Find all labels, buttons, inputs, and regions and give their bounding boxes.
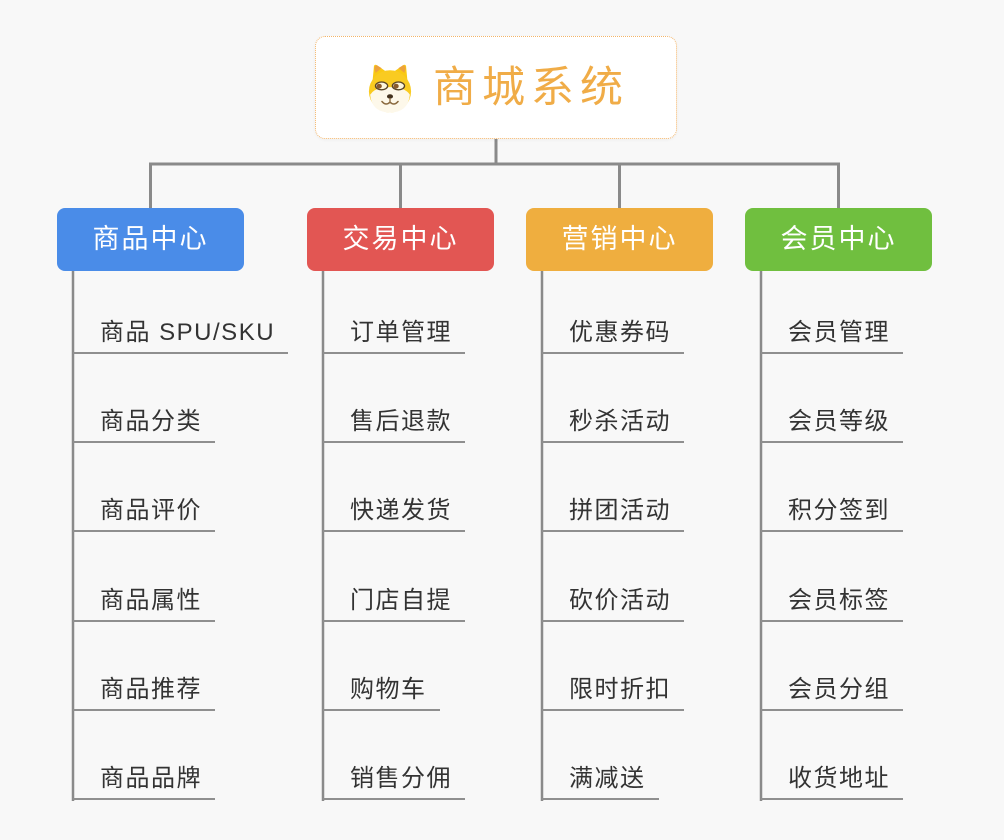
child-topic-2-5[interactable]: 满减送 [542,756,659,800]
branch-node-3[interactable]: 会员中心 [745,208,932,271]
child-topic-label: 拼团活动 [569,497,671,525]
child-topic-3-5[interactable]: 收货地址 [761,756,903,800]
child-topic-label: 购物车 [350,675,427,703]
branch-node-2[interactable]: 营销中心 [526,208,713,271]
child-topic-label: 销售分佣 [350,765,452,792]
child-topic-3-0[interactable]: 会员管理 [761,310,903,354]
branch-node-0[interactable]: 商品中心 [57,208,244,271]
child-topic-label: 限时折扣 [569,675,671,703]
child-topic-0-5[interactable]: 商品品牌 [73,756,215,800]
child-topic-label: 会员等级 [788,408,890,436]
child-topic-2-0[interactable]: 优惠券码 [542,310,684,354]
child-topic-label: 商品 SPU/SKU [100,319,276,346]
child-topic-1-1[interactable]: 售后退款 [323,399,465,444]
child-topic-label: 商品属性 [100,586,202,614]
child-topic-label: 商品品牌 [100,765,202,792]
child-topic-label: 售后退款 [350,408,452,436]
child-topic-label: 商品评价 [100,497,202,525]
child-topic-0-1[interactable]: 商品分类 [73,399,215,444]
child-topic-1-5[interactable]: 销售分佣 [323,756,465,800]
child-topic-2-2[interactable]: 拼团活动 [542,488,684,533]
child-topic-label: 砍价活动 [569,586,671,614]
root-node-mall-system[interactable]: 商城系统 [315,36,677,139]
branch-node-label: 交易中心 [342,224,459,254]
child-topic-label: 会员分组 [788,675,890,703]
child-topic-2-4[interactable]: 限时折扣 [542,667,684,711]
child-topic-3-4[interactable]: 会员分组 [761,667,903,711]
child-topic-label: 优惠券码 [569,319,671,346]
root-node-title: 商城系统 [433,64,629,112]
child-topic-0-0[interactable]: 商品 SPU/SKU [73,310,289,354]
child-topic-label: 会员标签 [788,586,890,614]
child-topic-label: 秒杀活动 [569,408,671,436]
child-topic-label: 订单管理 [350,319,452,346]
child-topic-label: 会员管理 [788,319,890,346]
branch-node-label: 商品中心 [92,224,209,254]
child-topic-3-3[interactable]: 会员标签 [761,578,903,622]
child-topic-0-3[interactable]: 商品属性 [73,578,215,622]
child-topic-2-1[interactable]: 秒杀活动 [542,399,684,444]
child-topic-0-4[interactable]: 商品推荐 [73,667,215,711]
dog-face-icon [368,64,412,112]
child-topic-label: 积分签到 [788,497,890,525]
child-topic-1-3[interactable]: 门店自提 [323,578,465,622]
child-topic-label: 商品分类 [100,408,202,436]
child-topic-1-2[interactable]: 快递发货 [323,488,465,533]
child-topic-label: 收货地址 [788,765,890,792]
child-topic-3-1[interactable]: 会员等级 [761,399,903,444]
child-topic-1-0[interactable]: 订单管理 [323,310,465,354]
branch-node-label: 会员中心 [780,224,897,254]
branch-node-label: 营销中心 [561,224,678,254]
child-topic-label: 门店自提 [350,586,452,614]
child-topic-2-3[interactable]: 砍价活动 [542,578,684,622]
child-topic-label: 快递发货 [350,497,452,525]
branch-node-1[interactable]: 交易中心 [307,208,494,271]
child-topic-3-2[interactable]: 积分签到 [761,488,903,533]
child-topic-label: 商品推荐 [100,675,202,703]
child-topic-0-2[interactable]: 商品评价 [73,488,215,533]
child-topic-label: 满减送 [569,765,646,792]
child-topic-1-4[interactable]: 购物车 [323,667,440,711]
